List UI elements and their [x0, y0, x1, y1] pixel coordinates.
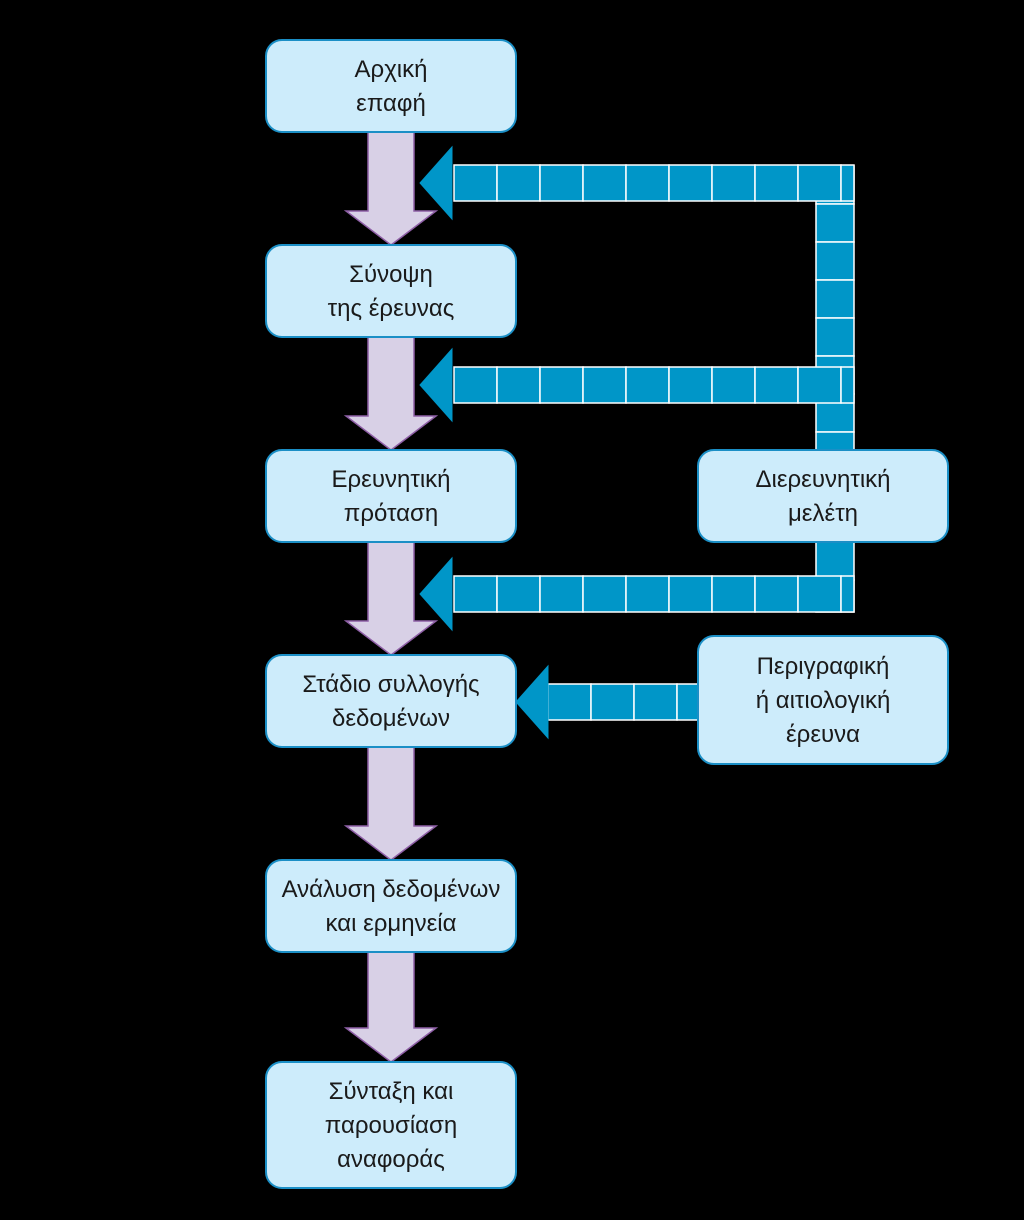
feedback-arrow-research-proposal-segment	[711, 575, 756, 613]
feedback-arrow-research-proposal-head	[419, 556, 453, 632]
feedback-arrow-research-summary-segment	[797, 366, 842, 404]
feedback-connector-upper-segment	[815, 431, 855, 451]
feedback-arrow-research-proposal-segment	[496, 575, 541, 613]
node-label-line: της έρευνας	[328, 295, 455, 322]
feedback-arrow-research-proposal-segment	[582, 575, 627, 613]
node-label-line: αναφοράς	[337, 1146, 445, 1173]
feedback-arrow-research-proposal-segment	[754, 575, 799, 613]
main-flow-arrow-2	[343, 336, 439, 451]
feedback-arrow-research-summary-segment	[582, 366, 627, 404]
node-label-line: έρευνα	[786, 721, 860, 748]
node-research-summary: Σύνοψη της έρευνας	[265, 244, 517, 338]
main-flow-arrow-1	[343, 131, 439, 246]
node-label-line: Περιγραφική	[757, 653, 890, 680]
node-label-line: Ερευνητική	[332, 466, 451, 493]
node-initial-contact: Αρχική επαφή	[265, 39, 517, 133]
feedback-arrow-research-proposal-segment	[453, 575, 498, 613]
node-label-line: μελέτη	[788, 500, 858, 527]
node-box	[697, 635, 949, 765]
feedback-connector-lower-segment	[815, 541, 855, 581]
feedback-arrow-initial-contact-segment	[625, 164, 670, 202]
feedback-arrow-research-proposal-segment	[840, 575, 855, 613]
node-descriptive-research: Περιγραφική ή αιτιολογική έρευνα	[697, 635, 949, 765]
node-label-line: Σύνταξη και	[329, 1078, 454, 1105]
feedback-arrow-initial-contact-head	[419, 145, 453, 221]
feedback-arrow-initial-contact-segment	[668, 164, 713, 202]
node-label-line: Σύνοψη	[349, 261, 433, 288]
node-exploratory-study: Διερευνητική μελέτη	[697, 449, 949, 543]
main-flow-arrow-5	[343, 951, 439, 1063]
node-label-line: Στάδιο συλλογής	[302, 671, 479, 698]
node-label-line: παρουσίαση	[325, 1112, 457, 1139]
node-label-line: και ερμηνεία	[325, 910, 456, 937]
node-label-line: πρόταση	[344, 500, 438, 527]
feedback-arrow-research-summary-segment	[754, 366, 799, 404]
feedback-arrow-research-summary-segment	[711, 366, 756, 404]
node-label-line: Διερευνητική	[755, 466, 890, 493]
feedback-arrow-data-collection-segment	[633, 683, 678, 721]
feedback-arrow-research-proposal-segment	[539, 575, 584, 613]
node-box	[265, 39, 517, 133]
feedback-arrow-research-summary-segment	[668, 366, 713, 404]
node-box	[265, 1061, 517, 1189]
feedback-arrow-research-summary-segment	[453, 366, 498, 404]
feedback-arrow-data-collection-segment	[590, 683, 635, 721]
feedback-arrow-initial-contact-segment	[539, 164, 584, 202]
feedback-arrow-research-proposal-segment	[797, 575, 842, 613]
node-data-analysis: Ανάλυση δεδομένων και ερμηνεία	[265, 859, 517, 953]
feedback-arrow-research-summary-segment	[539, 366, 584, 404]
node-box	[265, 244, 517, 338]
node-box	[265, 654, 517, 748]
node-box	[265, 449, 517, 543]
feedback-connector-upper-segment	[815, 317, 855, 357]
node-label-line: δεδομένων	[332, 705, 450, 732]
node-data-collection: Στάδιο συλλογής δεδομένων	[265, 654, 517, 748]
feedback-arrow-data-collection-segment	[676, 683, 699, 721]
feedback-arrow-research-proposal-segment	[668, 575, 713, 613]
feedback-arrow-research-summary-head	[419, 347, 453, 423]
feedback-connector-upper-segment	[815, 241, 855, 281]
node-label-line: Ανάλυση δεδομένων	[282, 876, 501, 903]
feedback-arrow-initial-contact-segment	[797, 164, 842, 202]
node-box	[265, 859, 517, 953]
node-label-line: Αρχική	[355, 56, 428, 83]
feedback-arrow-data-collection-segment	[547, 683, 592, 721]
feedback-arrow-initial-contact-segment	[496, 164, 541, 202]
node-report: Σύνταξη και παρουσίαση αναφοράς	[265, 1061, 517, 1189]
node-label-line: ή αιτιολογική	[756, 687, 891, 714]
node-research-proposal: Ερευνητική πρόταση	[265, 449, 517, 543]
feedback-arrow-initial-contact-segment	[711, 164, 756, 202]
node-box	[697, 449, 949, 543]
feedback-arrow-research-proposal-segment	[625, 575, 670, 613]
feedback-connector-upper-segment	[815, 279, 855, 319]
feedback-connector-upper-segment	[815, 203, 855, 243]
feedback-arrow-research-summary-segment	[496, 366, 541, 404]
feedback-arrow-initial-contact-segment	[754, 164, 799, 202]
node-label-line: επαφή	[356, 90, 426, 117]
feedback-arrow-initial-contact-segment	[840, 164, 855, 202]
feedback-arrow-initial-contact-segment	[453, 164, 498, 202]
feedback-arrow-research-summary-segment	[840, 366, 855, 404]
main-flow-arrow-3	[343, 541, 439, 656]
arrow-layer	[343, 131, 855, 1063]
feedback-arrow-research-summary-segment	[625, 366, 670, 404]
main-flow-arrow-4	[343, 746, 439, 861]
feedback-arrow-data-collection-head	[515, 664, 549, 740]
feedback-arrow-initial-contact-segment	[582, 164, 627, 202]
